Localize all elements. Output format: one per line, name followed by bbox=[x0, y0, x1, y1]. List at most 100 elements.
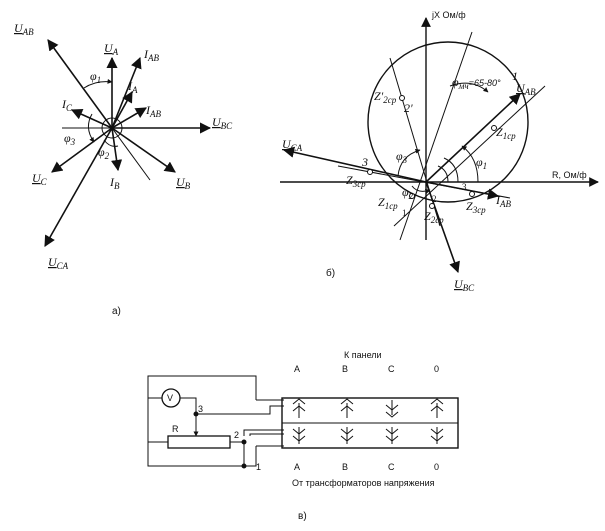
connector-b-top bbox=[340, 398, 354, 418]
axis-y-label: jX Ом/ф bbox=[431, 10, 466, 20]
caption-a: а) bbox=[112, 306, 121, 317]
svg-text:Z1ср: Z1ср bbox=[378, 195, 398, 211]
label-phi1-a: φ bbox=[90, 69, 97, 83]
svg-text:UBC: UBC bbox=[212, 115, 233, 131]
column-c-top: C bbox=[388, 364, 395, 374]
svg-text:UAB: UAB bbox=[14, 21, 34, 37]
label-phi-m: φ bbox=[452, 75, 459, 89]
vector-u-ab bbox=[47, 39, 113, 129]
point-z2cp-low bbox=[429, 203, 435, 209]
wire-3-to-block bbox=[196, 405, 284, 415]
line-max-sensitivity bbox=[399, 31, 473, 241]
svg-text:Z3ср: Z3ср bbox=[346, 173, 366, 189]
characteristic-circle bbox=[367, 41, 529, 203]
vector-u-b bbox=[111, 127, 176, 173]
arc-small-2 bbox=[443, 157, 459, 183]
arc-phi2 bbox=[103, 139, 119, 147]
connector-0-top bbox=[430, 398, 444, 418]
svg-text:φ1: φ1 bbox=[476, 155, 487, 171]
label-u-bc: U bbox=[212, 115, 222, 129]
arc-phi1 bbox=[83, 78, 113, 89]
svg-text:φмч=65-80°: φмч=65-80° bbox=[452, 75, 501, 91]
svg-text:Z3ср: Z3ср bbox=[466, 199, 486, 215]
caption-c: в) bbox=[298, 511, 307, 522]
wire-resistor-right bbox=[230, 441, 245, 466]
node-dot-1 bbox=[241, 463, 247, 469]
resistor bbox=[167, 435, 231, 449]
point-z3cp bbox=[367, 169, 373, 175]
svg-text:IAB: IAB bbox=[495, 193, 511, 209]
arc-phi3-b bbox=[397, 148, 421, 177]
wire-2-to-block bbox=[243, 429, 284, 436]
line-1 bbox=[393, 85, 546, 227]
wire-voltmeter-out bbox=[180, 397, 197, 414]
node-3-label: 3 bbox=[198, 404, 203, 414]
column-0-top: 0 bbox=[434, 364, 439, 374]
svg-text:φ1: φ1 bbox=[90, 69, 101, 85]
label-z1cp: Z bbox=[496, 125, 503, 139]
vector-u-ab-b bbox=[425, 93, 521, 183]
point-z2cp-top bbox=[399, 95, 405, 101]
connector-0-bot bbox=[430, 427, 444, 444]
svg-text:IC: IC bbox=[61, 97, 73, 113]
svg-text:Z1ср: Z1ср bbox=[496, 125, 516, 141]
header-to-panel: К панели bbox=[344, 350, 382, 360]
label-phi2-a: φ bbox=[98, 145, 105, 159]
column-b-bottom: B bbox=[342, 462, 348, 472]
arc-phi2-b bbox=[411, 185, 431, 194]
vector-i-c bbox=[70, 109, 113, 129]
label-phi3-a: φ bbox=[64, 131, 71, 145]
label-i-ab-b: I bbox=[495, 193, 501, 207]
label-u-bc-b: U bbox=[454, 277, 464, 291]
wire-2-to-block-b bbox=[249, 433, 284, 436]
panel-b-impedance-diagram bbox=[280, 17, 599, 274]
label-i-c: I bbox=[61, 97, 67, 111]
wire-outer-loop bbox=[147, 375, 257, 467]
label-phi1-b: φ bbox=[476, 155, 483, 169]
svg-text:φ2: φ2 bbox=[402, 185, 414, 201]
label-i-b: I bbox=[109, 175, 115, 189]
axis-x-label: R, Ом/ф bbox=[552, 170, 587, 180]
panel-c-labels: К панели A B C 0 A B C 0 От трансформато… bbox=[167, 350, 439, 522]
svg-text:φ3: φ3 bbox=[64, 131, 76, 147]
label-u-b: U bbox=[176, 175, 186, 189]
line-back-u-ab bbox=[111, 127, 151, 181]
svg-text:UAB: UAB bbox=[516, 81, 536, 97]
vector-u-ca-b bbox=[282, 146, 427, 183]
column-0-bottom: 0 bbox=[434, 462, 439, 472]
arc-phi3 bbox=[88, 113, 95, 143]
svg-text:UB: UB bbox=[176, 175, 191, 191]
label-u-ab: U bbox=[14, 21, 24, 35]
panel-b-labels: jX Ом/ф R, Ом/ф φмч=65-80° UAB UCA UBC I… bbox=[282, 10, 587, 293]
label-line-2-low: 2 bbox=[432, 194, 437, 204]
panel-c-schematic bbox=[147, 375, 459, 469]
svg-text:UCA: UCA bbox=[48, 255, 69, 271]
connector-c-bot bbox=[385, 427, 399, 444]
label-line-2p: 2' bbox=[404, 101, 413, 115]
column-a-top: A bbox=[294, 364, 300, 374]
label-phi3-b: φ bbox=[396, 149, 403, 163]
connector-b-bot bbox=[340, 427, 354, 444]
label-line-1-low: 1 bbox=[402, 208, 407, 218]
connector-a-bot bbox=[292, 427, 306, 444]
panel-a-labels: UAB UA IAB IA IAB UBC IC UC IB UB UCA φ1… bbox=[14, 21, 233, 317]
label-u-a: U bbox=[104, 41, 114, 55]
svg-text:Z'2ср: Z'2ср bbox=[374, 89, 397, 105]
vector-i-a bbox=[111, 91, 133, 129]
label-i-ab-mid: I bbox=[145, 103, 151, 117]
arc-phi-m bbox=[449, 82, 489, 93]
label-phi2-b: φ bbox=[402, 185, 409, 199]
point-z1cp-low bbox=[409, 193, 415, 199]
header-from-transformers: От трансформаторов напряжения bbox=[292, 478, 435, 488]
connector-c-top bbox=[385, 400, 399, 418]
connector-a-top bbox=[292, 398, 306, 418]
arc-phi1-b bbox=[461, 145, 479, 183]
node-2-label: 2 bbox=[234, 430, 239, 440]
column-a-bottom: A bbox=[294, 462, 300, 472]
vector-i-ab-mid bbox=[111, 107, 147, 129]
point-z1cp bbox=[491, 125, 497, 131]
label-line-3: 3 bbox=[361, 155, 368, 169]
resistor-label: R bbox=[172, 424, 179, 434]
label-line-3-low: 3 bbox=[462, 182, 467, 192]
svg-text:UCA: UCA bbox=[282, 137, 303, 153]
